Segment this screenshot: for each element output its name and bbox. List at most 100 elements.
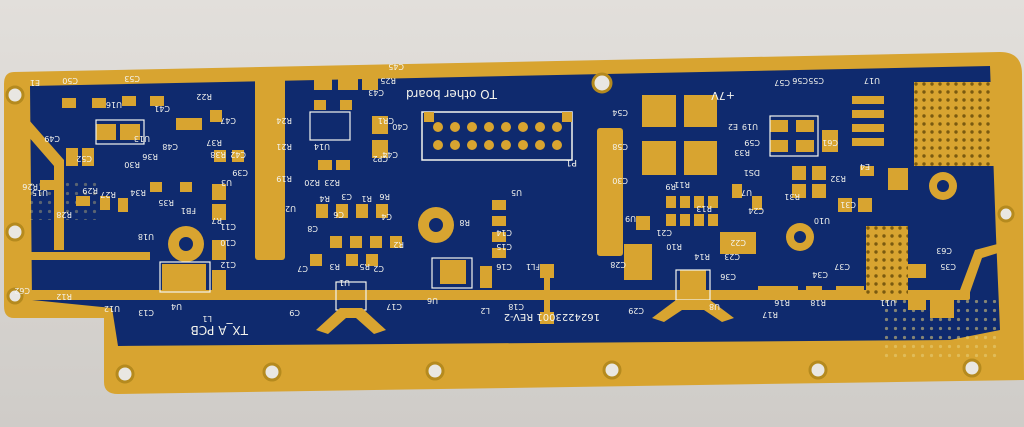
ref-r10: R10 <box>666 242 682 251</box>
ref-u2: U2 <box>285 204 296 213</box>
ref-c47: C47 <box>220 116 236 125</box>
ref-c14: C14 <box>496 228 512 237</box>
ref-c56: C56 <box>792 76 808 85</box>
ref-c17: C17 <box>386 302 402 311</box>
power-label: +7V <box>711 89 735 102</box>
ref-u4: U4 <box>171 302 182 311</box>
ref-c62: C62 <box>14 286 30 295</box>
ref-u9: U9 <box>625 214 636 223</box>
ref-u11: U11 <box>880 298 896 307</box>
board-revision: 1624223001 REV-2 <box>504 311 600 322</box>
ref-r11: R11 <box>674 180 690 189</box>
ref-r37: R37 <box>206 138 222 147</box>
ref-c29: C29 <box>628 306 644 315</box>
ref-c2: C2 <box>373 264 384 273</box>
ref-c49: C49 <box>44 134 60 143</box>
ref-r9: R9 <box>665 182 676 191</box>
ref-r24: R24 <box>276 116 292 125</box>
ref-c63: C63 <box>936 246 952 255</box>
ref-r4: R4 <box>319 194 330 203</box>
ref-c45: C45 <box>388 62 404 71</box>
ref-c13: C13 <box>138 308 154 317</box>
ref-c48: C48 <box>162 142 178 151</box>
pad-strips <box>255 72 652 280</box>
ref-r20: R20 <box>304 178 320 187</box>
heatsink-pad <box>914 82 994 166</box>
ref-u16: U16 <box>106 100 122 109</box>
ref-c22: C22 <box>730 238 746 247</box>
ref-c44: C44 <box>382 150 398 159</box>
ref-c31: C31 <box>840 200 856 209</box>
rf-trace <box>30 238 1020 300</box>
ref-r22: R22 <box>196 92 212 101</box>
ref-c3: C3 <box>341 192 352 201</box>
ref-r16: R16 <box>774 298 790 307</box>
ref-u18: U18 <box>138 232 154 241</box>
ref-u6: U6 <box>427 296 438 305</box>
ref-c9: C9 <box>289 308 300 317</box>
ref-c8: C8 <box>307 224 318 233</box>
ref-ds1: DS1 <box>744 168 760 177</box>
ref-c37: C37 <box>834 262 850 271</box>
diagonal-trace <box>14 112 64 250</box>
ref-e2: E2 <box>728 122 738 131</box>
ref-c35: C35 <box>940 262 956 271</box>
ref-u17: U17 <box>864 76 880 85</box>
ref-r23: R23 <box>324 178 340 187</box>
ref-r8: R8 <box>459 218 470 227</box>
ref-r1: R1 <box>361 194 372 203</box>
ref-e1: E1 <box>30 78 40 87</box>
ref-cp2: CP2 <box>373 154 389 163</box>
ref-r26: R26 <box>22 182 38 191</box>
ref-r14: R14 <box>694 252 710 261</box>
ref-r28: R28 <box>56 210 72 219</box>
ref-c39: C39 <box>232 168 248 177</box>
ref-r25: R25 <box>380 76 396 85</box>
ref-c23: C23 <box>724 252 740 261</box>
ref-c4: C4 <box>381 212 392 221</box>
ref-r18: R18 <box>810 298 826 307</box>
ref-c43: C43 <box>368 88 384 97</box>
ref-u7: U7 <box>741 188 752 197</box>
ref-c10: C10 <box>220 238 236 247</box>
ref-c18: C18 <box>508 302 524 311</box>
ref-c36: C36 <box>720 272 736 281</box>
ref-c57: C57 <box>774 78 790 87</box>
ref-c41: C41 <box>154 104 170 113</box>
ref-c28: C28 <box>610 260 626 269</box>
ref-r33: R33 <box>734 148 750 157</box>
ref-c21: C21 <box>656 228 672 237</box>
ref-l2: L2 <box>480 306 490 315</box>
ref-fl1: FL1 <box>526 262 540 271</box>
board-title: TX_A PCB <box>191 323 249 337</box>
connector-ref: P1 <box>566 157 577 167</box>
ref-r2: R2 <box>393 240 404 249</box>
ref-u5: U5 <box>511 188 522 197</box>
ref-r21: R21 <box>276 142 292 151</box>
ref-r38: R38 <box>210 150 226 159</box>
ref-c55: C55 <box>808 76 824 85</box>
ref-r35: R35 <box>158 198 174 207</box>
connector-p1 <box>421 111 573 161</box>
ref-c58: C58 <box>612 142 628 151</box>
ref-c12: C12 <box>220 260 236 269</box>
ref-u10: U10 <box>814 216 830 225</box>
ref-r5: R5 <box>359 262 370 271</box>
ref-c42: C42 <box>230 150 246 159</box>
ref-c15: C15 <box>496 242 512 251</box>
ref-u1: U1 <box>339 278 350 287</box>
ref-c54: C54 <box>612 108 628 117</box>
ref-c40: C40 <box>392 122 408 131</box>
ref-c6: C6 <box>333 210 344 219</box>
ref-c7: C7 <box>297 264 308 273</box>
ref-c61: C61 <box>822 138 838 147</box>
ref-u3: U3 <box>221 178 232 187</box>
ref-c24: C24 <box>748 206 764 215</box>
ref-r17: R17 <box>762 310 778 319</box>
connector-label: TO other board <box>406 87 498 101</box>
ref-r19: R19 <box>276 174 292 183</box>
ref-u8: U8 <box>709 302 720 311</box>
ref-r6: R6 <box>379 192 390 201</box>
